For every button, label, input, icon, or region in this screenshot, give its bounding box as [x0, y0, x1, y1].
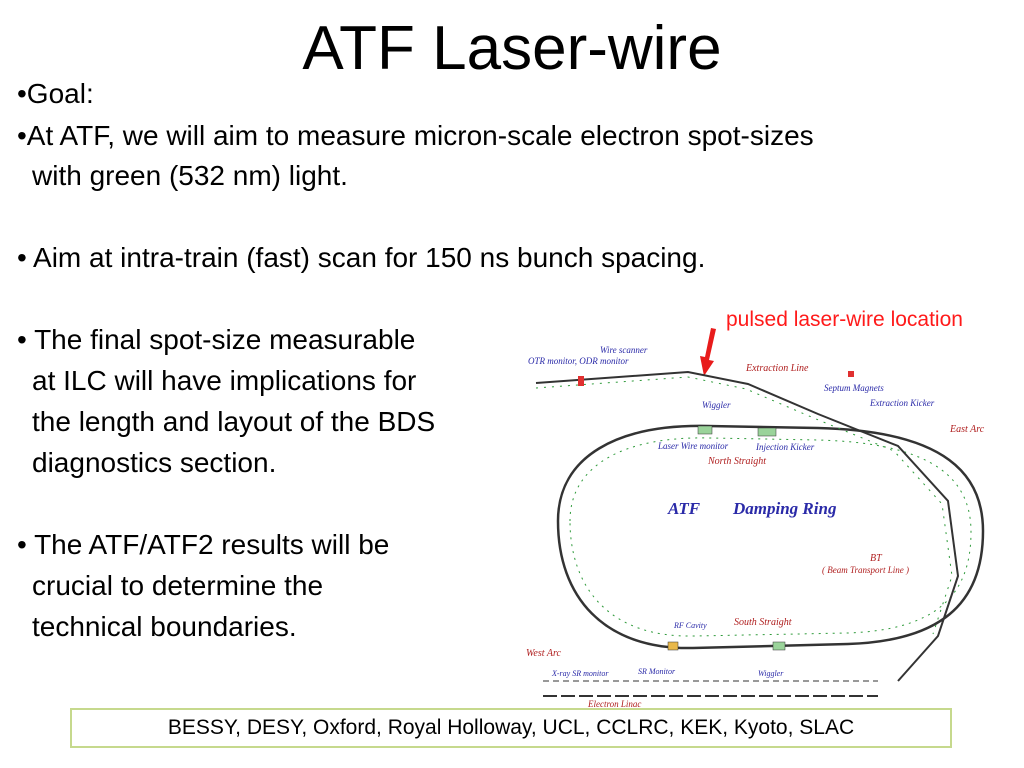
wiggler-top-label: Wiggler [702, 400, 731, 410]
south-straight-label: South Straight [734, 617, 792, 628]
results-bullet-line3: technical boundaries. [32, 611, 297, 642]
rf-cavity-label: RF Cavity [673, 621, 707, 630]
collaboration-footer: BESSY, DESY, Oxford, Royal Holloway, UCL… [70, 708, 952, 748]
extraction-kicker-label: Extraction Kicker [869, 398, 935, 408]
septum-magnets-label: Septum Magnets [824, 383, 884, 393]
results-bullet-line1: • The ATF/ATF2 results will be [17, 529, 390, 560]
slide-title: ATF Laser-wire [302, 14, 722, 83]
bt-subtitle-label: ( Beam Transport Line ) [822, 565, 909, 575]
otr-monitor-label: OTR monitor, ODR monitor [528, 356, 629, 366]
final-bullet-line1: • The final spot-size measurable [17, 324, 416, 355]
electron-linac-label: Electron Linac [587, 699, 641, 708]
collaboration-list: BESSY, DESY, Oxford, Royal Holloway, UCL… [167, 716, 855, 739]
ring-path [556, 424, 985, 650]
laser-wire-monitor-label: Laser Wire monitor [657, 441, 729, 451]
results-bullet-line2: crucial to determine the [32, 570, 324, 601]
east-arc-label: East Arc [949, 424, 985, 435]
north-straight-label: North Straight [707, 456, 766, 467]
sr-monitor-label: SR Monitor [638, 667, 676, 676]
atf-bullet-line1: •At ATF, we will aim to measure micron-s… [17, 120, 814, 151]
ring-title-label: ATF [667, 499, 701, 518]
ring-subtitle-label: Damping Ring [732, 499, 837, 518]
wiggler-bottom-label: Wiggler [758, 669, 784, 678]
injection-kicker-label: Injection Kicker [755, 442, 815, 452]
red-arrow-icon [700, 328, 716, 376]
laser-wire-location-caption: pulsed laser-wire location [726, 308, 963, 331]
west-arc-label: West Arc [526, 648, 561, 659]
final-bullet-line4: diagnostics section. [32, 447, 277, 478]
goal-bullet: •Goal: [17, 78, 94, 109]
extraction-magnets [535, 376, 953, 635]
atf-damping-ring-diagram: Wire scanner OTR monitor, ODR monitor Ex… [526, 345, 985, 708]
wire-scanner-label: Wire scanner [600, 345, 648, 355]
extraction-line-label: Extraction Line [745, 363, 809, 374]
bt-title-label: BT [870, 553, 883, 564]
xray-sr-monitor-label: X-ray SR monitor [551, 669, 609, 678]
atf-bullet-line2: with green (532 nm) light. [32, 160, 348, 191]
aim-bullet: • Aim at intra-train (fast) scan for 150… [17, 242, 706, 273]
final-bullet-line3: the length and layout of the BDS [32, 406, 436, 437]
final-bullet-line2: at ILC will have implications for [32, 365, 417, 396]
extraction-line-path [535, 370, 960, 682]
ring-magnets [569, 437, 972, 637]
